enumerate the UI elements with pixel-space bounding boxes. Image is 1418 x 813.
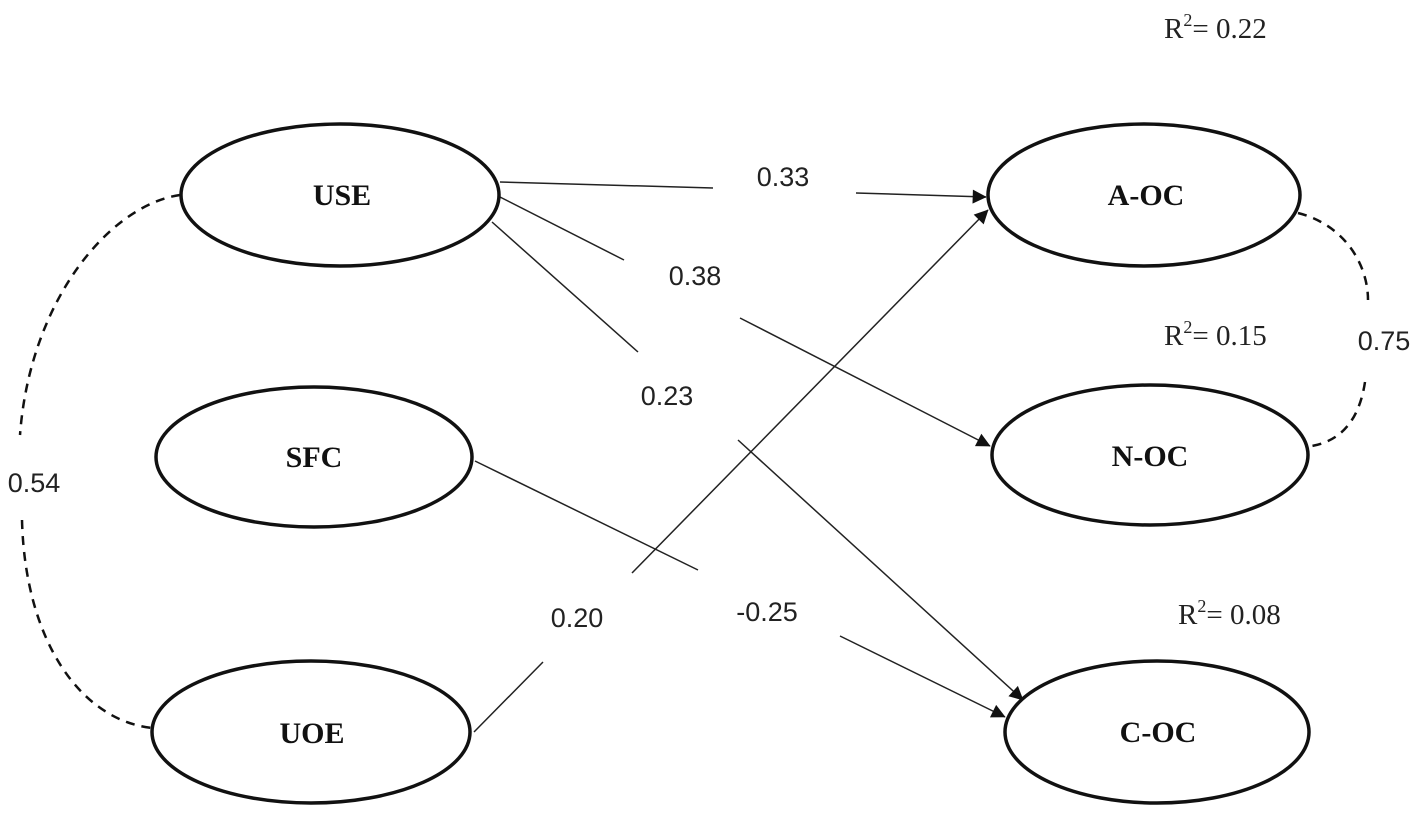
node-aoc — [986, 122, 1302, 268]
path-use-aoc — [499, 181, 714, 189]
path-use-coc — [491, 221, 639, 353]
r-squared-aoc-r: R — [1164, 13, 1184, 45]
r-squared-noc: R2= 0.15 — [1164, 317, 1267, 352]
path-use-coc-head — [737, 439, 1024, 701]
path-sfc-coc — [474, 460, 699, 571]
r-squared-noc-exp: 2 — [1183, 317, 1192, 337]
coef-use-noc: 0.38 — [669, 261, 722, 291]
coef-aoc-noc-covariance: 0.75 — [1358, 326, 1411, 356]
r-squared-noc-r: R — [1164, 320, 1184, 352]
path-use-noc-head — [739, 317, 991, 447]
node-noc — [990, 383, 1310, 527]
node-aoc-label: A-OC — [1108, 179, 1185, 212]
coef-use-coc: 0.23 — [641, 381, 694, 411]
path-uoe-aoc — [473, 661, 544, 733]
r-squared-aoc-exp: 2 — [1183, 10, 1192, 30]
path-sfc-coc-head — [839, 635, 1006, 718]
node-sfc-label: SFC — [286, 441, 343, 474]
node-noc-label: N-OC — [1112, 440, 1189, 473]
coef-use-uoe-covariance: 0.54 — [8, 468, 61, 498]
covariance-aoc-noc-lower — [1311, 381, 1367, 448]
r-squared-coc-value: = 0.08 — [1206, 599, 1280, 631]
r-squared-coc-r: R — [1178, 599, 1198, 631]
path-use-noc — [499, 196, 625, 261]
coef-uoe-aoc: 0.20 — [551, 603, 604, 633]
r-squared-coc: R2= 0.08 — [1178, 596, 1281, 631]
path-use-aoc-head — [855, 189, 987, 204]
node-coc-label: C-OC — [1120, 716, 1197, 749]
coef-use-aoc: 0.33 — [757, 162, 810, 192]
node-use-label: USE — [313, 179, 371, 212]
coef-sfc-coc: -0.25 — [736, 597, 798, 627]
covariance-use-uoe — [18, 193, 181, 436]
node-uoe-label: UOE — [279, 717, 344, 750]
node-sfc — [154, 385, 474, 529]
r-squared-aoc-value: = 0.22 — [1192, 13, 1266, 45]
node-use — [179, 122, 501, 268]
r-squared-aoc: R2= 0.22 — [1164, 10, 1267, 45]
r-squared-noc-value: = 0.15 — [1192, 320, 1266, 352]
covariance-use-uoe-lower — [20, 519, 153, 730]
node-coc — [1003, 659, 1311, 805]
r-squared-coc-exp: 2 — [1197, 596, 1206, 616]
covariance-aoc-noc — [1297, 211, 1370, 301]
path-uoe-aoc-head — [631, 209, 989, 574]
node-uoe — [150, 659, 472, 805]
